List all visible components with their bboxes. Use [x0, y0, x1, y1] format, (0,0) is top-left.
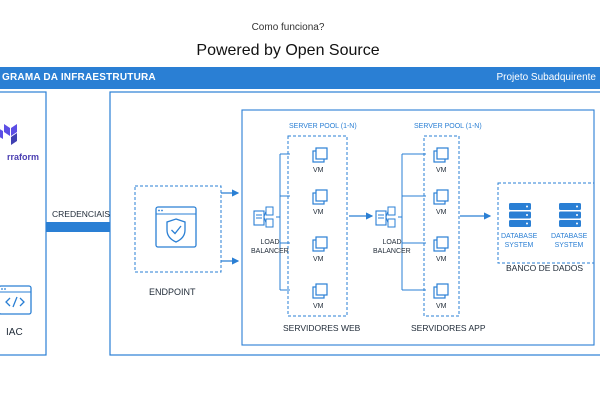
database-1-icon — [509, 203, 531, 227]
database-2-icon — [559, 203, 581, 227]
shield-window-icon — [155, 206, 197, 248]
web-pool-label: SERVER POOL (1-N) — [289, 123, 357, 130]
page-title: Powered by Open Source — [196, 42, 380, 59]
db2-label-line1: DATABASE — [551, 233, 588, 240]
web-vm-4-label: VM — [313, 303, 324, 310]
database-box — [497, 182, 595, 264]
app-vm-2-label: VM — [436, 209, 447, 216]
web-tier-caption: SERVIDORES WEB — [283, 323, 361, 333]
app-vm-3-label: VM — [436, 256, 447, 263]
app-tier-caption: SERVIDORES APP — [411, 323, 486, 333]
endpoint-box — [134, 185, 222, 273]
web-tier — [253, 135, 348, 317]
web-server-pool — [287, 135, 348, 317]
header-kicker: Como funciona? — [251, 22, 325, 33]
credentials-label: CREDENCIAIS — [52, 209, 111, 219]
app-tier — [375, 135, 460, 317]
terraform-label: rraform — [7, 152, 40, 162]
app-lb-label-line2: BALANCER — [373, 248, 411, 255]
web-vm-3-label: VM — [313, 256, 324, 263]
endpoint-label: ENDPOINT — [149, 287, 196, 297]
web-lb-label-line2: BALANCER — [251, 248, 289, 255]
web-vm-2-label: VM — [313, 209, 324, 216]
db2-label-line2: SYSTEM — [554, 242, 584, 249]
app-server-pool — [423, 135, 460, 317]
db1-label-line1: DATABASE — [501, 233, 538, 240]
web-vm-1-label: VM — [313, 167, 324, 174]
database-caption: BANCO DE DADOS — [506, 263, 583, 273]
terraform-logo-icon — [0, 124, 17, 145]
app-lb-label-line1: LOAD — [382, 239, 402, 246]
infrastructure-banner: GRAMA DA INFRAESTRUTURA Projeto Subadqui… — [0, 67, 600, 89]
banner-title: GRAMA DA INFRAESTRUTURA — [2, 72, 156, 83]
web-lb-label-line1: LOAD — [260, 239, 280, 246]
db1-label-line2: SYSTEM — [504, 242, 534, 249]
banner-project: Projeto Subadquirente — [496, 72, 596, 83]
app-vm-4-label: VM — [436, 303, 447, 310]
app-pool-label: SERVER POOL (1-N) — [414, 123, 482, 130]
iac-label: IAC — [6, 327, 23, 338]
app-vm-1-label: VM — [436, 167, 447, 174]
code-icon — [0, 285, 32, 315]
